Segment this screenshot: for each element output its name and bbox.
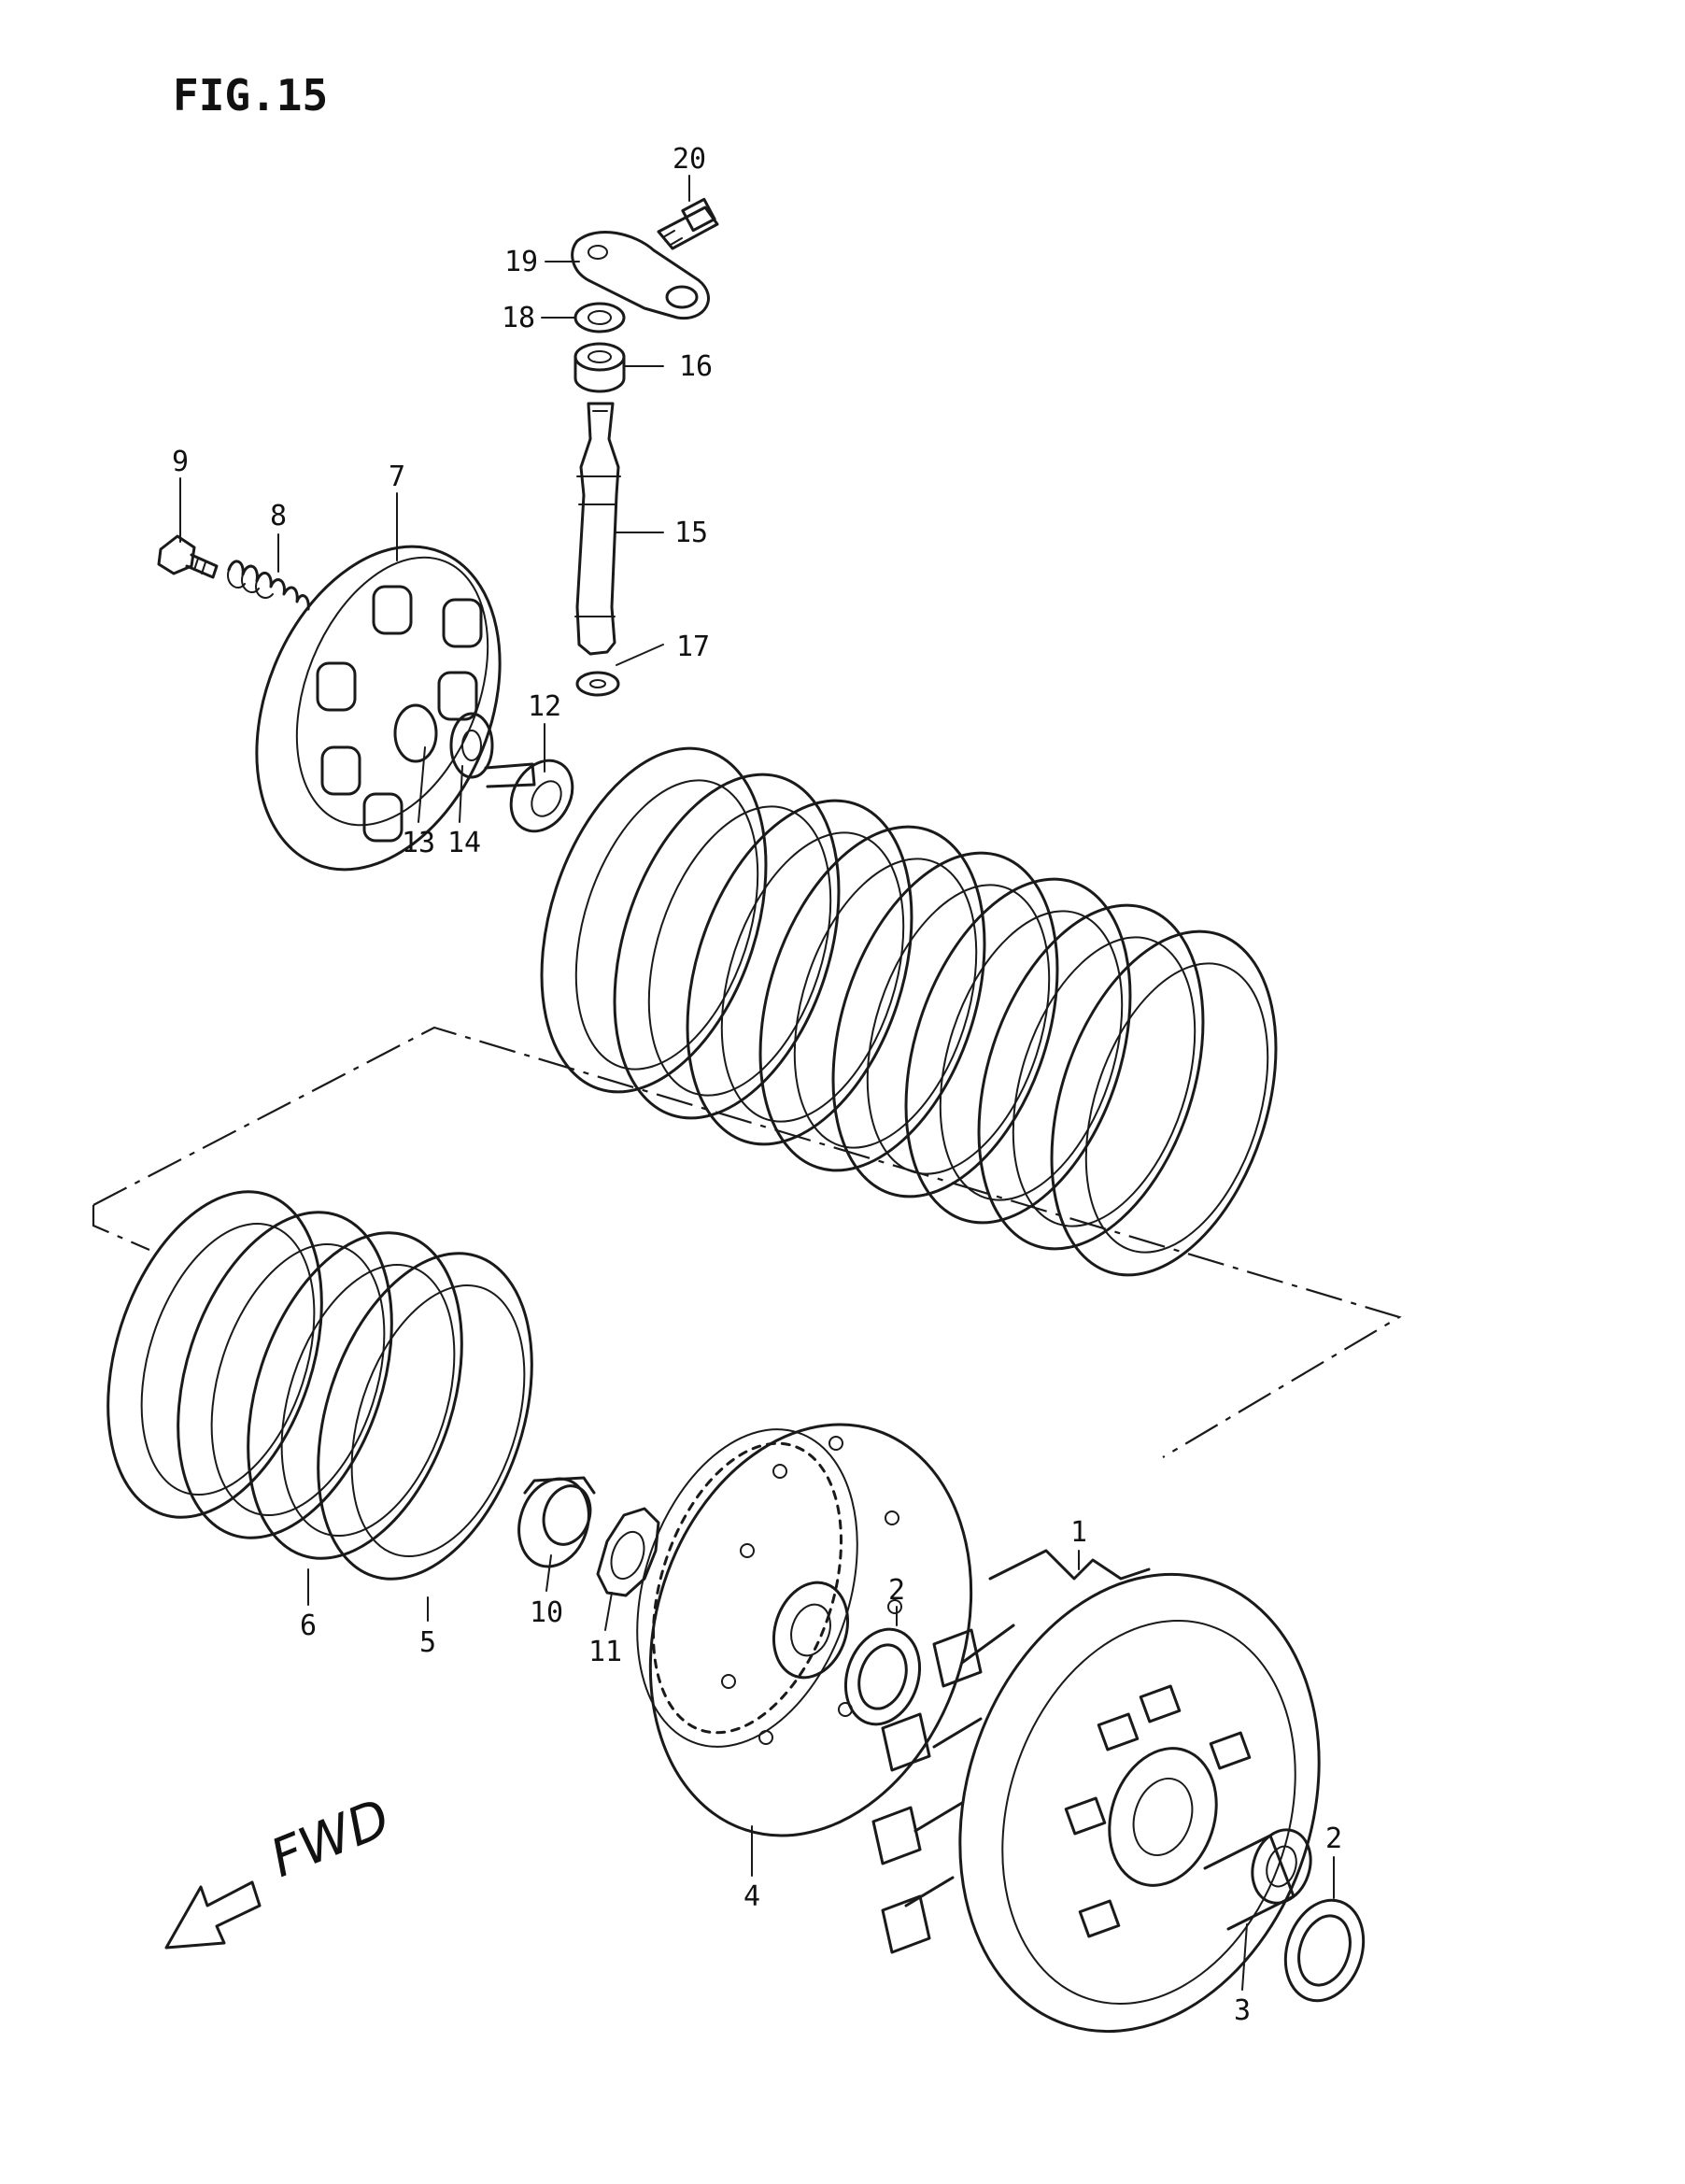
callout-16: 16 <box>679 350 713 383</box>
washer-17 <box>575 671 620 697</box>
clutch-plate-outer <box>831 851 1059 1198</box>
callout-7: 7 <box>389 461 405 493</box>
sleeve-hub-4 <box>636 1423 973 1837</box>
washer-2a <box>843 1627 922 1726</box>
spring-8 <box>227 560 310 611</box>
callout-17: 17 <box>676 631 710 663</box>
callout-5: 5 <box>419 1626 436 1659</box>
callout-13: 13 <box>402 827 435 859</box>
callout-9: 9 <box>172 446 189 478</box>
release-shaft <box>574 402 621 656</box>
clutch-plate-outer <box>1050 929 1278 1277</box>
clutch-plate-inner <box>720 831 905 1123</box>
callout-10: 10 <box>530 1596 563 1629</box>
figure-title: FIG.15 <box>173 70 328 121</box>
clutch-plate-outer <box>247 1231 463 1560</box>
clutch-housing-1 <box>871 1549 1321 2034</box>
clutch-plate-outer <box>977 903 1205 1251</box>
release-arm <box>571 231 710 320</box>
clutch-plate-inner <box>210 1242 386 1517</box>
clutch-plate-inner <box>140 1222 316 1496</box>
clutch-plate-inner <box>793 858 978 1149</box>
dashed-outline <box>92 1026 1402 1458</box>
nut-10 <box>517 1476 596 1568</box>
callout-6: 6 <box>300 1610 317 1642</box>
clutch-plate-inner <box>647 805 832 1097</box>
callout-12: 12 <box>528 690 561 723</box>
clutch-plate-inner <box>939 910 1124 1201</box>
oil-seal <box>573 302 626 333</box>
lower-plate-stack <box>106 1190 533 1581</box>
clutch-plate-outer <box>317 1252 533 1581</box>
callout-19: 19 <box>504 246 538 278</box>
clutch-plate-outer <box>106 1190 323 1519</box>
bearing-13-14 <box>449 712 494 779</box>
clutch-plate-inner <box>280 1263 456 1538</box>
callout-18: 18 <box>502 302 535 334</box>
bearing <box>573 342 626 393</box>
callout-4: 4 <box>743 1880 760 1913</box>
callout-15: 15 <box>674 517 708 549</box>
lock-washer-11 <box>596 1507 660 1597</box>
fwd-arrow-icon <box>164 1880 262 1950</box>
pushrod-12 <box>484 759 574 833</box>
clutch-plate-inner <box>1084 962 1269 1254</box>
callout-14: 14 <box>447 827 481 859</box>
upper-plate-stack <box>540 746 1278 1277</box>
clutch-plate-inner <box>574 779 759 1071</box>
leader-lines <box>179 175 1335 1991</box>
callout-labels: 1 2 2 3 4 5 6 7 8 9 10 11 12 13 14 15 16… <box>172 143 1342 2027</box>
clutch-plate-outer <box>686 799 913 1146</box>
callout-20: 20 <box>673 143 706 176</box>
bolt-9 <box>157 534 219 579</box>
callout-8: 8 <box>270 500 287 532</box>
washer-2b <box>1283 1898 1366 2003</box>
clutch-plate-outer <box>758 825 986 1172</box>
clutch-plate-outer <box>540 746 768 1094</box>
clutch-plate-inner <box>866 884 1051 1175</box>
fwd-label: FWD <box>262 1788 399 1890</box>
callout-2b: 2 <box>1325 1822 1342 1855</box>
callout-3: 3 <box>1234 1994 1251 2027</box>
clutch-plate-inner <box>350 1283 526 1558</box>
clutch-plate-outer <box>904 877 1132 1225</box>
release-bolt <box>657 197 719 250</box>
callout-2a: 2 <box>888 1574 905 1607</box>
clutch-plate-inner <box>1012 936 1196 1227</box>
pressure-plate-7 <box>255 545 502 872</box>
clutch-plate-outer <box>613 773 841 1120</box>
clutch-plate-outer <box>177 1211 393 1539</box>
callout-1: 1 <box>1070 1516 1087 1549</box>
callout-11: 11 <box>588 1636 622 1668</box>
spacer-3 <box>1203 1828 1312 1931</box>
